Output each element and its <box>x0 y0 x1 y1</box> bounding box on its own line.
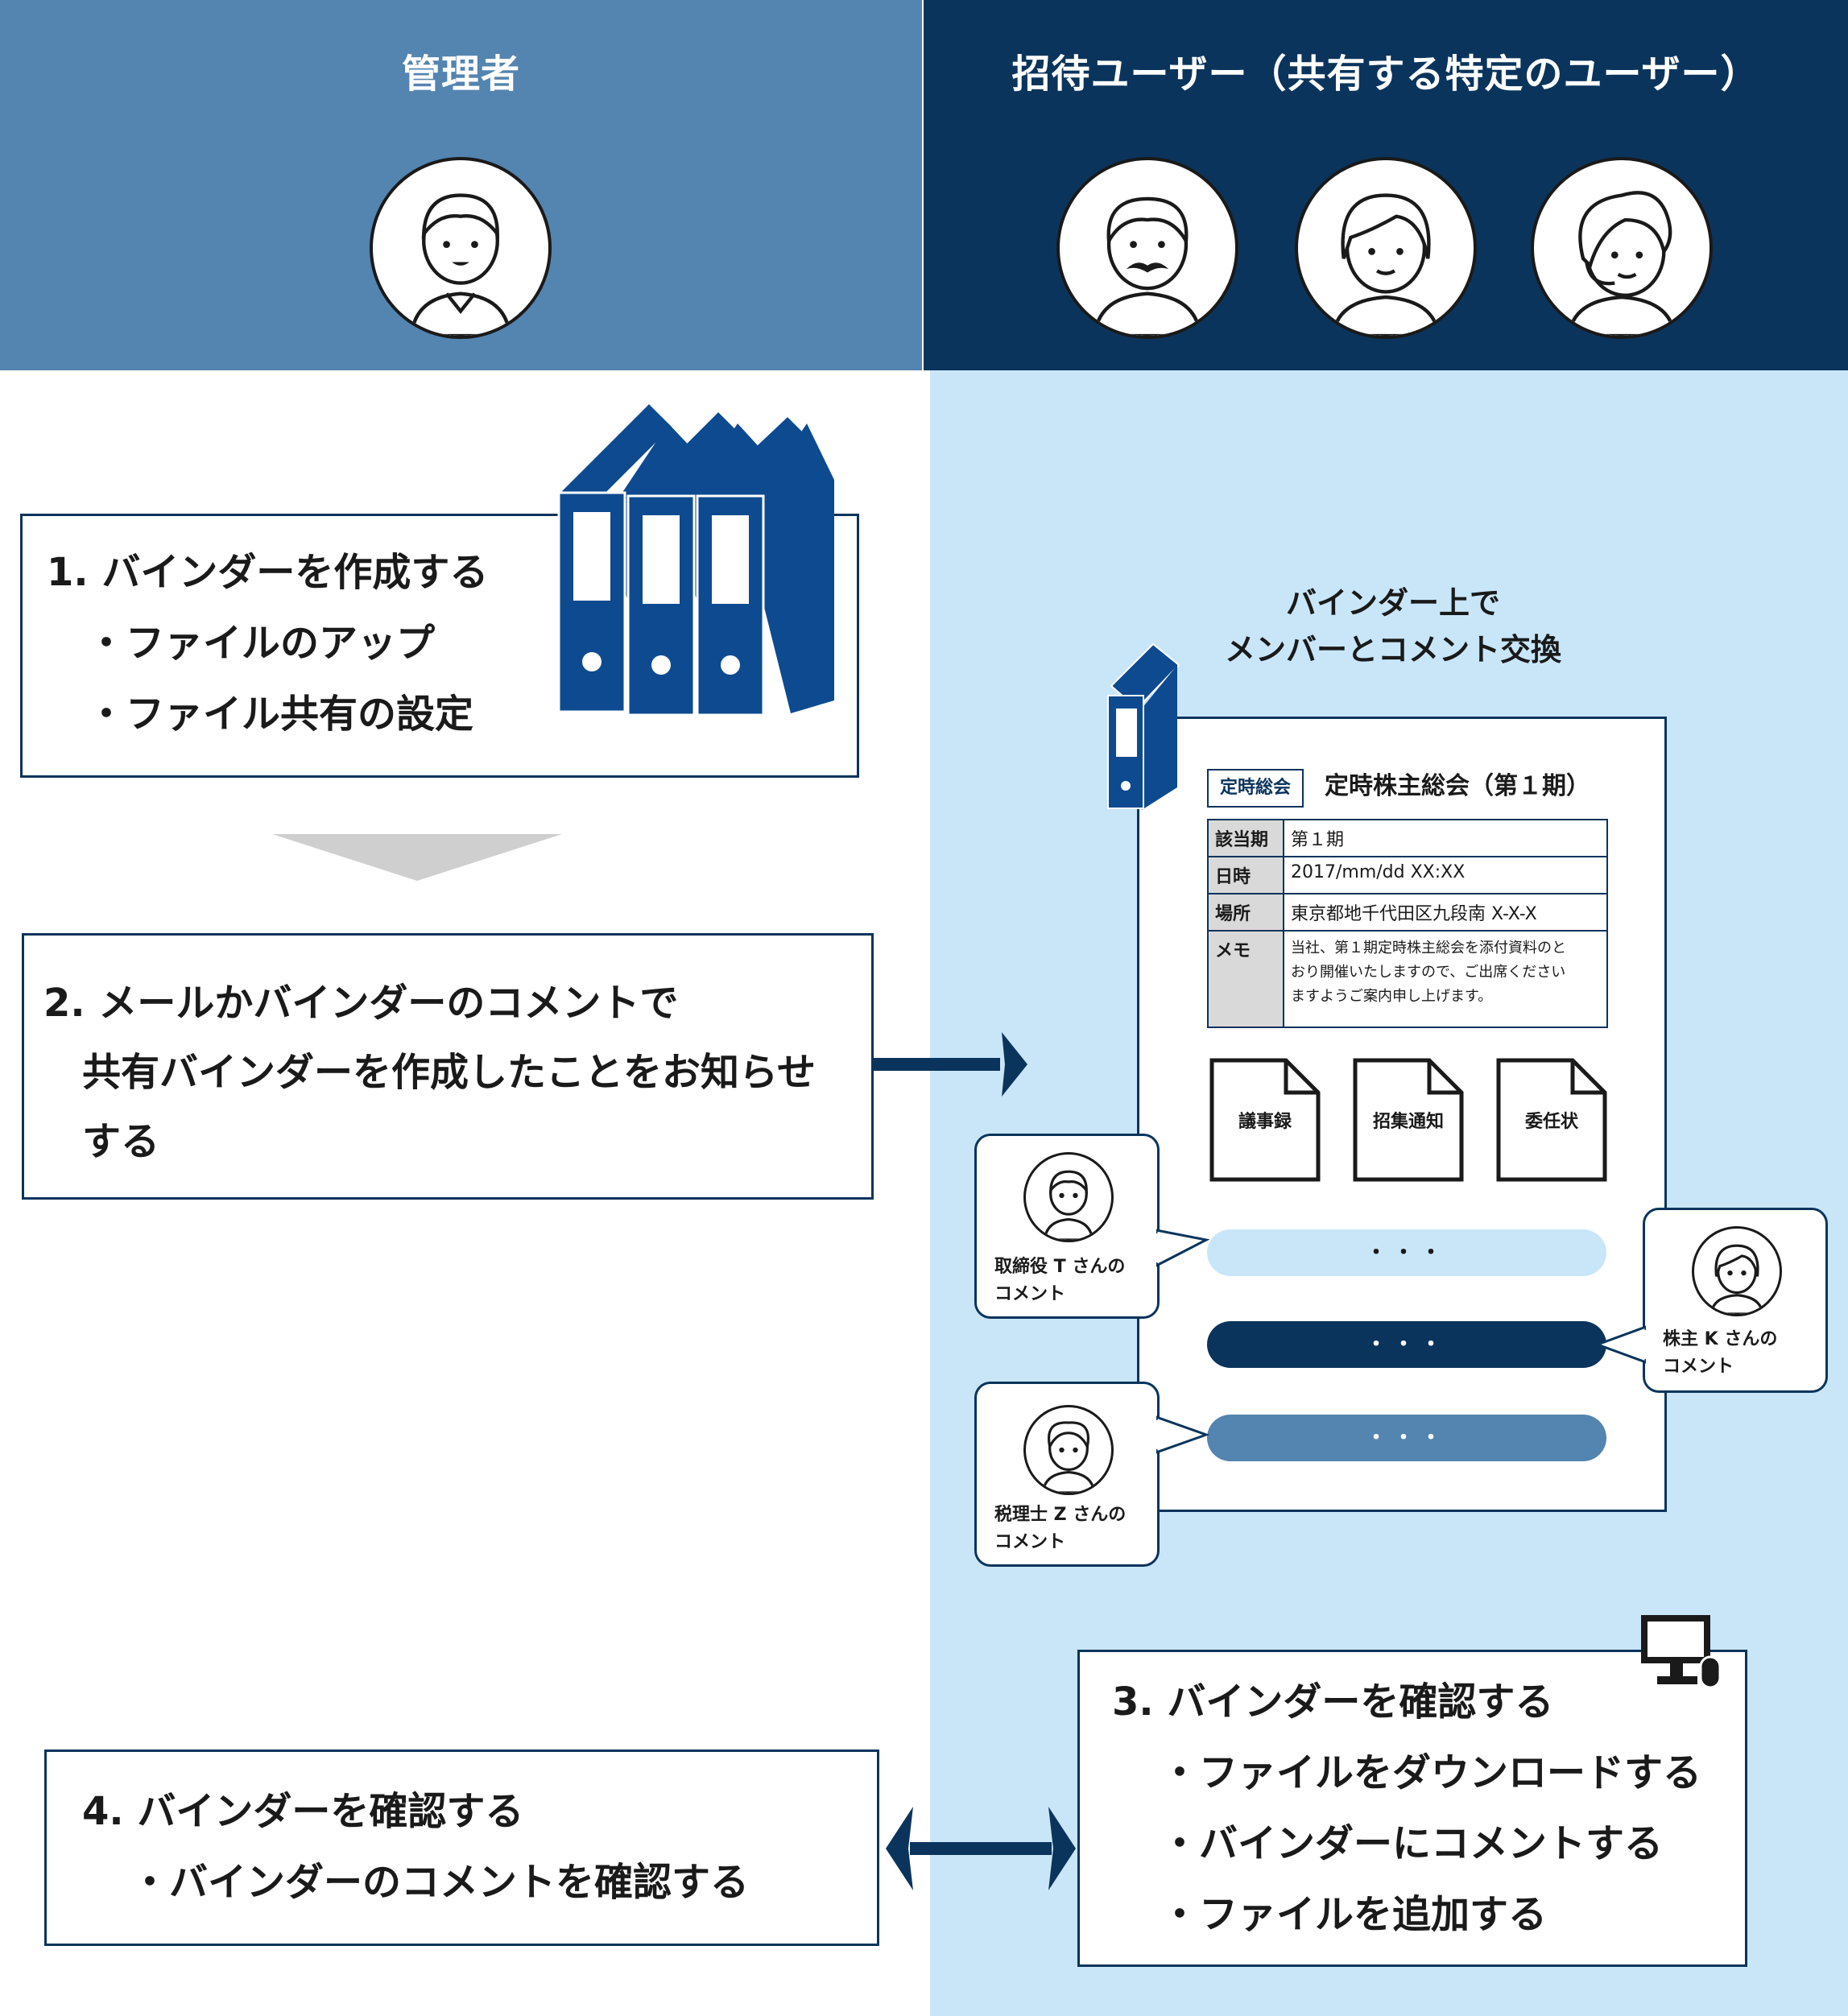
bubble-tail <box>1598 1325 1646 1364</box>
double-arrow-icon <box>886 1807 1076 1890</box>
headset-person-icon <box>1567 191 1676 336</box>
step3-title: 3. バインダーを確認する <box>1112 1679 1554 1725</box>
meeting-info-table: 該当期 第１期 日時 2017/mm/dd XX:XX 場所 東京都地千代田区九… <box>1207 819 1608 1028</box>
memo-line: 当社、第１期定時株主総会を添付資料のと <box>1291 940 1566 956</box>
tax-accountant-person-icon <box>1041 1421 1096 1493</box>
commenter-label-line: 株主 K さんの <box>1663 1329 1778 1349</box>
file-icon <box>1496 1058 1607 1182</box>
commenter-label: 株主 K さんの コメント <box>1663 1326 1777 1381</box>
commenter-label-line: コメント <box>994 1284 1066 1304</box>
computer-icon <box>1641 1615 1722 1689</box>
memo-line: ますようご案内申し上げます。 <box>1291 988 1493 1005</box>
commenter-bubble: 取締役 T さんの コメント <box>974 1134 1160 1319</box>
memo-line: おり開催いたしますので、ご出席ください <box>1291 964 1566 981</box>
table-row: 日時 2017/mm/dd XX:XX <box>1207 856 1608 894</box>
shareholder-person-icon <box>1710 1244 1764 1314</box>
table-row: 場所 東京都地千代田区九段南 X-X-X <box>1207 893 1608 932</box>
step1-item: ・ファイルのアップ <box>87 621 436 666</box>
binder-caption-line: バインダー上で <box>1285 585 1500 621</box>
director-person-icon <box>1043 1170 1094 1240</box>
commenter-bubble: 税理士 Z さんの コメント <box>974 1382 1160 1567</box>
comment-bar[interactable]: ・・・ <box>1207 1321 1606 1368</box>
step4-item: ・バインダーのコメントを確認する <box>130 1860 750 1905</box>
table-row: 該当期 第１期 <box>1207 819 1608 857</box>
row-label: 該当期 <box>1207 819 1284 857</box>
step4-title: 4. バインダーを確認する <box>82 1789 524 1834</box>
admin-title: 管理者 <box>401 52 520 97</box>
file-icon <box>1209 1058 1321 1182</box>
step2-line: 2. メールかバインダーのコメントで <box>43 981 679 1026</box>
commenter-label: 税理士 Z さんの コメント <box>994 1502 1126 1556</box>
category-tag: 定時総会 <box>1207 769 1304 808</box>
bubble-tail <box>1156 1229 1209 1267</box>
woman-user-avatar <box>1295 157 1477 339</box>
attached-file[interactable]: 議事録 <box>1209 1057 1321 1183</box>
comment-bar[interactable]: ・・・ <box>1207 1229 1606 1276</box>
invited-users-title: 招待ユーザー（共有する特定のユーザー） <box>1011 52 1760 97</box>
step1-item: ・ファイル共有の設定 <box>87 692 474 737</box>
step3-item: ・ファイルを追加する <box>1160 1892 1548 1937</box>
document-title: 定時株主総会（第１期） <box>1325 772 1590 800</box>
binders-icon <box>557 400 834 717</box>
commenter-label-line: 取締役 T さんの <box>994 1257 1126 1277</box>
commenter-label-line: コメント <box>994 1532 1066 1552</box>
step3-item: ・バインダーにコメントする <box>1160 1821 1664 1866</box>
shareholder-avatar <box>1692 1226 1782 1316</box>
bubble-tail <box>1156 1415 1209 1454</box>
file-icon <box>1353 1058 1464 1182</box>
step2-box: 2. メールかバインダーのコメントで 共有バインダーを作成したことをお知らせ す… <box>22 933 874 1200</box>
step3-box: 3. バインダーを確認する ・ファイルをダウンロードする ・バインダーにコメント… <box>1077 1650 1747 1967</box>
binder-document: 定時総会 定時株主総会（第１期） 該当期 第１期 日時 2017/mm/dd X… <box>1137 717 1667 1512</box>
woman-person-icon <box>1331 193 1441 336</box>
director-avatar <box>1023 1152 1114 1242</box>
attached-file[interactable]: 委任状 <box>1495 1057 1608 1183</box>
row-label: 場所 <box>1207 893 1284 932</box>
commenter-label: 取締役 T さんの コメント <box>994 1254 1125 1308</box>
commenter-label-line: コメント <box>1663 1357 1734 1377</box>
right-arrow-icon <box>871 1032 1027 1097</box>
admin-avatar <box>370 157 552 339</box>
file-name: 招集通知 <box>1372 1112 1444 1132</box>
mustache-person-icon <box>1093 196 1202 336</box>
small-binder-icon <box>1107 642 1180 810</box>
row-label: 日時 <box>1207 856 1284 894</box>
table-row: メモ 当社、第１期定時株主総会を添付資料のと おり開催いたしますので、ご出席くだ… <box>1207 930 1608 1028</box>
row-value: 2017/mm/dd XX:XX <box>1283 856 1608 894</box>
row-value: 第１期 <box>1283 819 1608 857</box>
binder-caption-line: メンバーとコメント交換 <box>1224 632 1561 667</box>
mustache-user-avatar <box>1056 157 1238 339</box>
step2-line: 共有バインダーを作成したことをお知らせ <box>82 1050 817 1095</box>
row-value: 当社、第１期定時株主総会を添付資料のと おり開催いたしますので、ご出席ください … <box>1283 930 1608 1028</box>
file-name: 議事録 <box>1238 1112 1292 1132</box>
step4-box: 4. バインダーを確認する ・バインダーのコメントを確認する <box>44 1750 879 1946</box>
headset-user-avatar <box>1531 157 1713 339</box>
step3-item: ・ファイルをダウンロードする <box>1160 1750 1702 1795</box>
down-arrow-icon <box>272 834 562 881</box>
step2-line: する <box>82 1119 160 1164</box>
commenter-bubble: 株主 K さんの コメント <box>1643 1208 1828 1393</box>
binder-caption: バインダー上で メンバーとコメント交換 <box>1184 580 1602 673</box>
commenter-label-line: 税理士 Z さんの <box>994 1505 1127 1525</box>
row-label: メモ <box>1207 930 1284 1028</box>
attached-file[interactable]: 招集通知 <box>1352 1057 1465 1183</box>
row-value: 東京都地千代田区九段南 X-X-X <box>1283 893 1608 932</box>
comment-bar[interactable]: ・・・ <box>1207 1415 1606 1461</box>
file-name: 委任状 <box>1524 1112 1578 1132</box>
admin-person-icon <box>409 193 512 336</box>
tax-accountant-avatar <box>1023 1405 1114 1495</box>
step1-title: 1. バインダーを作成する <box>47 550 489 595</box>
